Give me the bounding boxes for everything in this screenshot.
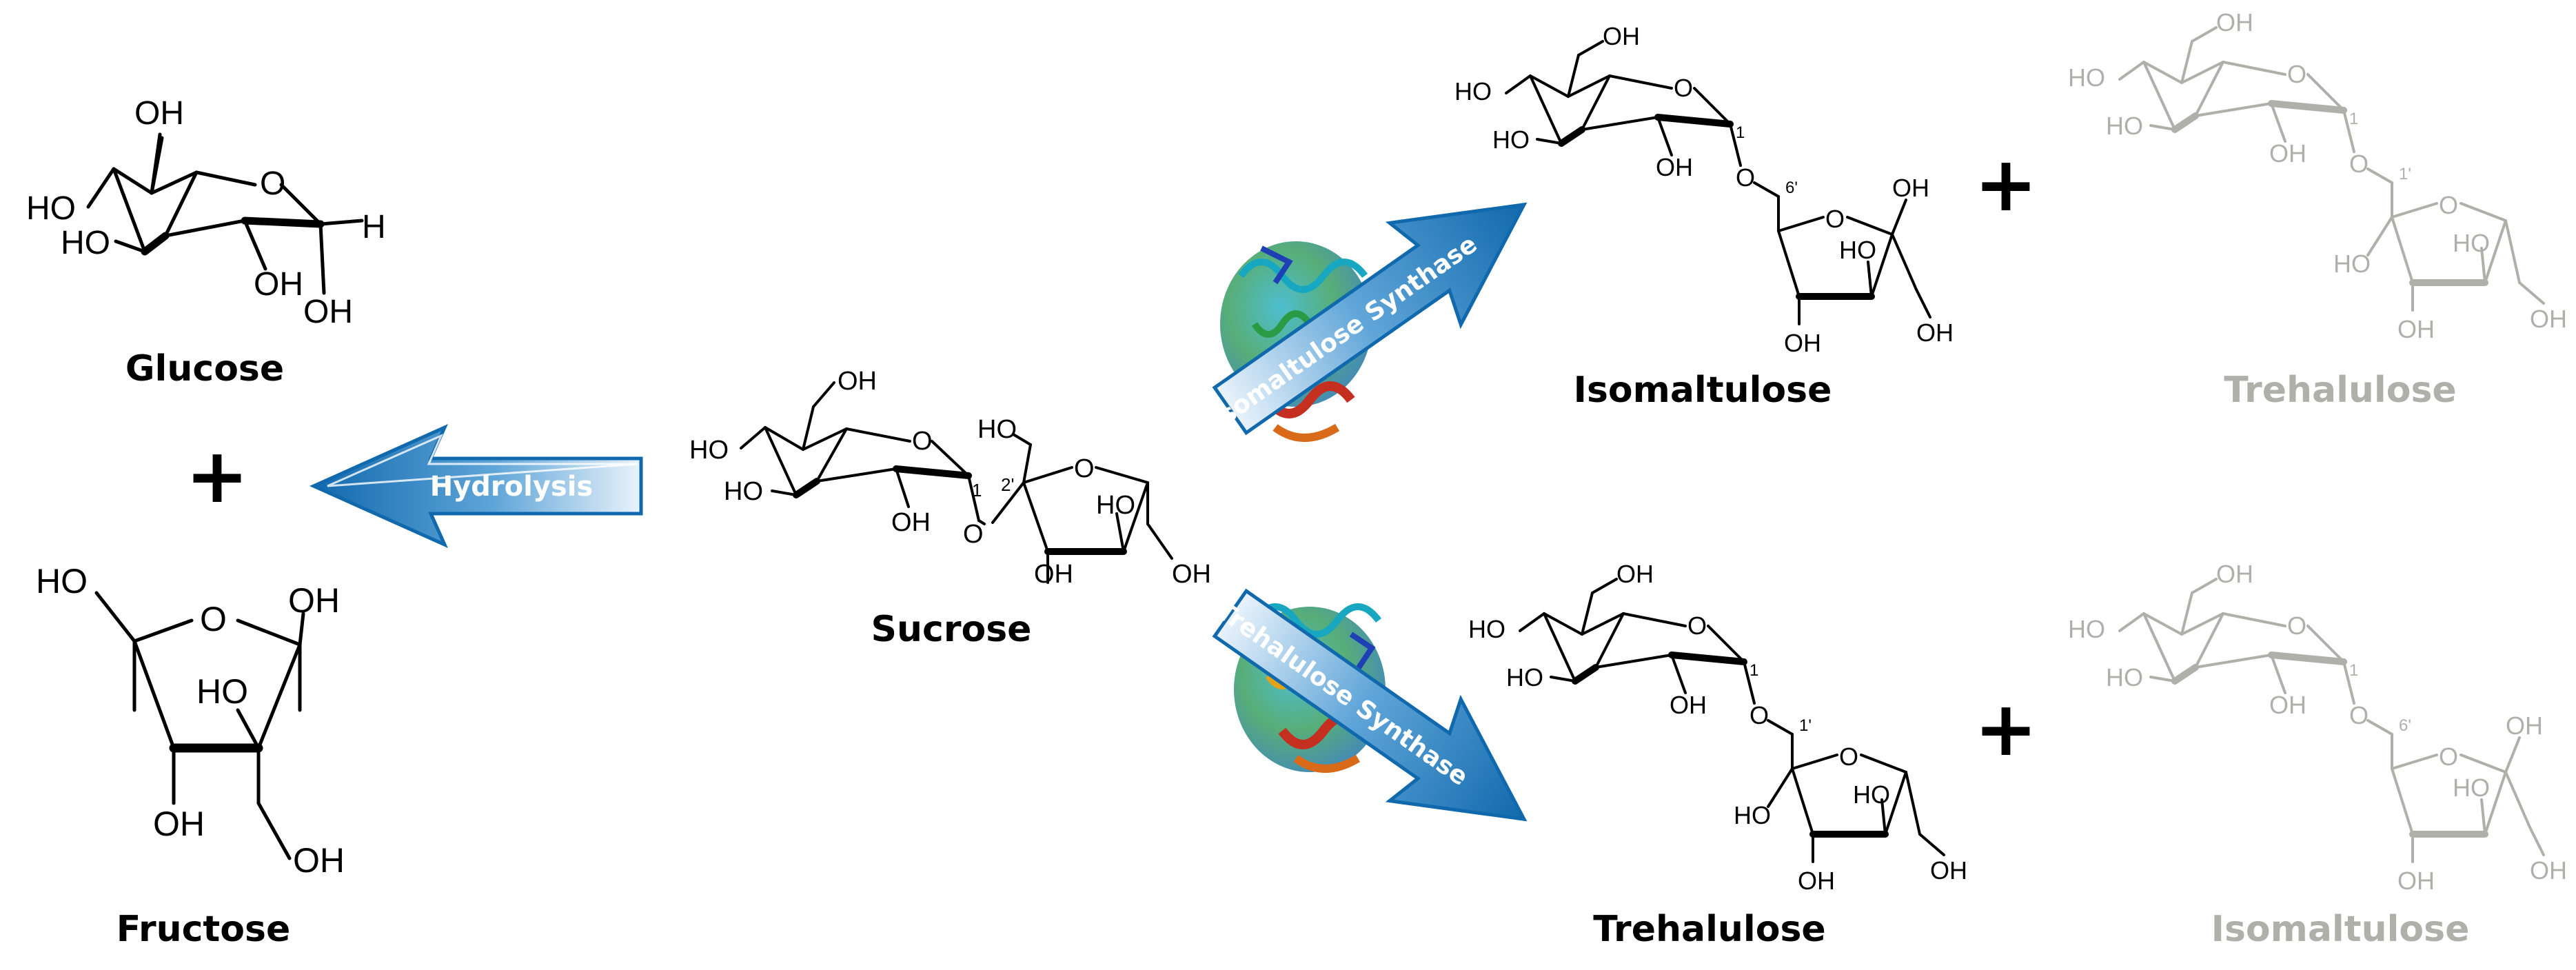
iso-ho-ring: HO	[1839, 236, 1876, 264]
glucose-ho-mid: HO	[61, 225, 110, 261]
sucrose-loc-2p: 2'	[1001, 474, 1014, 495]
treh-side-oh-b1: OH	[2397, 315, 2435, 343]
glucose-oh-bottom2: OH	[303, 294, 353, 330]
iso-o-link: O	[1736, 163, 1755, 192]
fructose-label: Fructose	[116, 909, 290, 950]
treh-side-o-ring2: O	[2439, 191, 2458, 219]
treh-side-oh-b2: OH	[2530, 305, 2567, 333]
treh-oh-b2: OH	[1930, 856, 1967, 885]
isomaltulose-structure-side	[2118, 578, 2545, 863]
trehalulose-side-label: Trehalulose	[2224, 370, 2456, 411]
iso-ho-2: HO	[1492, 125, 1530, 154]
sucrose-ho-2: HO	[724, 477, 763, 506]
iso-side-loc-6p: 6'	[2399, 716, 2411, 735]
iso-side-oh-b1: OH	[2397, 867, 2435, 895]
treh-side-ho-2: HO	[2106, 112, 2143, 140]
isomaltulose-side-label: Isomaltulose	[2211, 909, 2470, 950]
sucrose-o-link: O	[963, 520, 984, 549]
sucrose-oh-right: OH	[1172, 560, 1211, 589]
sucrose-label: Sucrose	[871, 609, 1032, 650]
iso-o-ring: O	[1674, 74, 1693, 102]
glucose-structure	[86, 132, 364, 295]
fructose-o-ring: O	[200, 600, 227, 638]
sucrose-ho-ch2: HO	[977, 415, 1017, 444]
glucose-oh-top: OH	[134, 95, 184, 132]
iso-ho-1: HO	[1454, 77, 1492, 105]
treh-side-ho-ring: HO	[2453, 229, 2490, 257]
sucrose-ho-1: HO	[689, 436, 729, 465]
iso-oh-b1: OH	[1784, 329, 1821, 357]
treh-side-o-ring: O	[2287, 60, 2306, 88]
sucrose-oh-bottom: OH	[1034, 560, 1073, 589]
treh-ho-l: HO	[1734, 801, 1771, 829]
glucose-label: Glucose	[125, 348, 284, 390]
iso-side-oh-3: OH	[2269, 691, 2306, 719]
treh-ho-1: HO	[1468, 615, 1505, 643]
treh-oh-3: OH	[1670, 691, 1707, 719]
iso-oh-3: OH	[1656, 153, 1693, 181]
hydrolysis-label: Hydrolysis	[430, 471, 594, 503]
treh-loc-1p: 1'	[1799, 716, 1812, 735]
glucose-o-ring: O	[260, 165, 285, 202]
iso-side-oh-b2: OH	[2530, 856, 2567, 885]
treh-side-oh-top: OH	[2216, 8, 2253, 37]
fructose-ho-mid: HO	[196, 672, 248, 711]
treh-o-link: O	[1750, 701, 1769, 729]
trehalulose-main-label: Trehalulose	[1593, 909, 1825, 950]
glucose-h: H	[362, 209, 386, 245]
isomaltulose-structure-main	[1505, 40, 1931, 325]
iso-o-ring2: O	[1825, 205, 1845, 233]
sucrose-oh-3: OH	[891, 508, 931, 537]
treh-o-ring: O	[1687, 612, 1707, 640]
iso-side-oh-top: OH	[2216, 560, 2253, 588]
treh-loc-1: 1	[1750, 661, 1758, 680]
sucrose-o-ring1: O	[912, 427, 933, 456]
treh-side-ho-l: HO	[2333, 250, 2371, 278]
glucose-oh-bottom1: OH	[254, 266, 303, 303]
sucrose-oh-top: OH	[838, 367, 877, 396]
sucrose-structure	[740, 381, 1173, 584]
fructose-oh-right: OH	[288, 581, 340, 620]
treh-oh-top: OH	[1616, 560, 1654, 588]
trehalulose-structure-main	[1519, 578, 1945, 863]
fructose-ho-top: HO	[36, 562, 88, 600]
iso-side-o-link: O	[2349, 701, 2369, 729]
treh-ho-2: HO	[1506, 663, 1543, 691]
iso-side-ho-2: HO	[2106, 663, 2143, 691]
sucrose-o-ring2: O	[1074, 454, 1095, 483]
iso-loc-1: 1	[1736, 123, 1745, 142]
plus-bottom: +	[1974, 685, 2038, 773]
iso-side-loc-1: 1	[2349, 661, 2358, 680]
fructose-oh-ch2: OH	[293, 841, 345, 880]
trehalulose-structure-side	[2118, 26, 2545, 312]
plus-top: +	[1974, 140, 2038, 228]
sucrose-ho-ring: HO	[1096, 491, 1135, 520]
treh-side-loc-1: 1	[2349, 110, 2358, 128]
treh-side-oh-3: OH	[2269, 139, 2306, 168]
plus-left: +	[185, 432, 249, 520]
fructose-structure	[94, 591, 305, 860]
iso-oh-top: OH	[1603, 22, 1640, 50]
isomaltulose-main-label: Isomaltulose	[1574, 370, 1832, 411]
iso-side-oh-r1: OH	[2506, 711, 2543, 740]
iso-side-o-ring: O	[2287, 612, 2306, 640]
sucrose-loc-1: 1	[972, 480, 982, 501]
treh-ho-ring: HO	[1853, 780, 1890, 809]
iso-side-o-ring2: O	[2439, 742, 2458, 771]
iso-oh-r1: OH	[1892, 174, 1929, 202]
iso-side-ho-1: HO	[2068, 615, 2105, 643]
iso-loc-6p: 6'	[1785, 179, 1798, 197]
iso-side-ho-ring: HO	[2453, 774, 2490, 802]
treh-oh-b1: OH	[1798, 867, 1835, 895]
glucose-ho-left: HO	[26, 190, 76, 227]
treh-side-o-link: O	[2349, 150, 2369, 178]
treh-side-ho-1: HO	[2068, 63, 2105, 92]
iso-oh-b2: OH	[1916, 319, 1954, 347]
fructose-oh-bottom: OH	[153, 805, 205, 843]
treh-side-loc-1p: 1'	[2399, 165, 2411, 183]
treh-o-ring2: O	[1839, 742, 1858, 771]
hydrolysis-arrow	[309, 424, 643, 548]
